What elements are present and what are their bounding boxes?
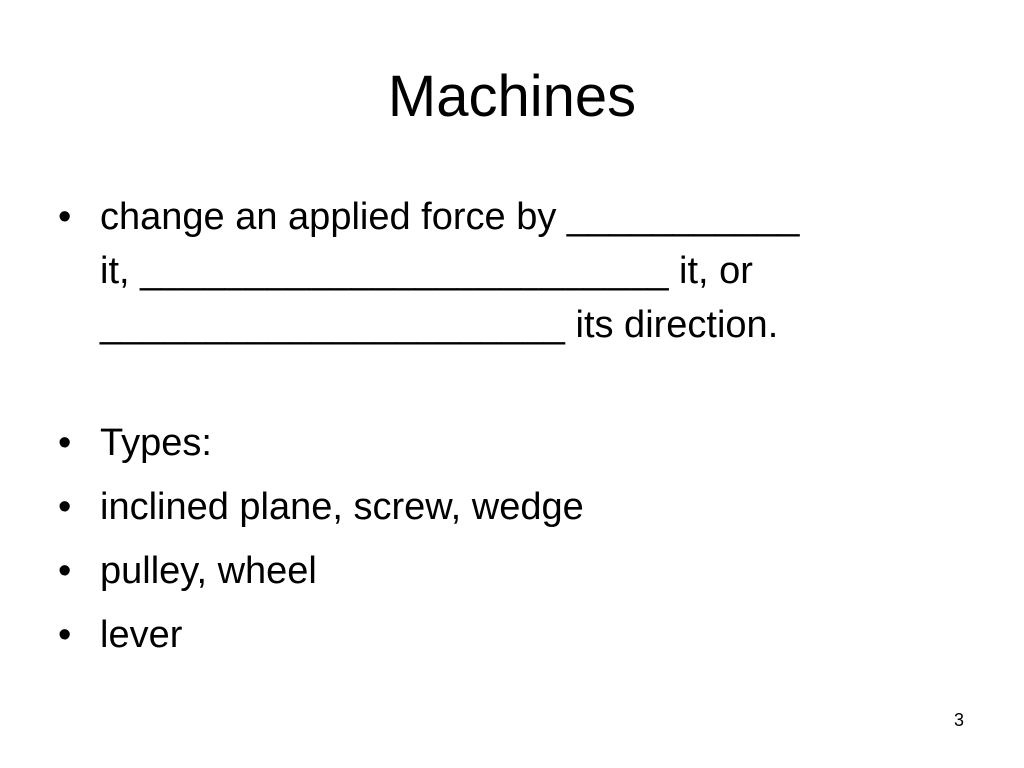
bullet-item-inclined-plane: • inclined plane, screw, wedge (58, 480, 958, 534)
bullet-icon: • (58, 614, 72, 656)
bullet-text: inclined plane, screw, wedge (100, 486, 584, 528)
bullet-item-lever: • lever (58, 608, 958, 662)
bullet-list: • change an applied force by ___________… (58, 190, 958, 672)
bullet-icon: • (58, 422, 72, 464)
bullet-line: change an applied force by ___________ (100, 196, 800, 238)
bullet-text: lever (100, 614, 183, 656)
bullet-icon: • (58, 486, 72, 528)
bullet-text: pulley, wheel (100, 550, 317, 592)
bullet-line: it, _________________________ it, or (100, 250, 753, 292)
bullet-item-pulley: • pulley, wheel (58, 544, 958, 598)
bullet-icon: • (58, 550, 72, 592)
slide-title: Machines (387, 64, 637, 129)
bullet-item-machine-definition: • change an applied force by ___________… (58, 190, 958, 352)
page-number: 3 (953, 710, 964, 730)
bullet-line: ______________________ its direction. (100, 304, 779, 346)
bullet-item-types: • Types: (58, 416, 958, 470)
bullet-icon: • (58, 196, 72, 238)
bullet-text: Types: (100, 422, 212, 464)
